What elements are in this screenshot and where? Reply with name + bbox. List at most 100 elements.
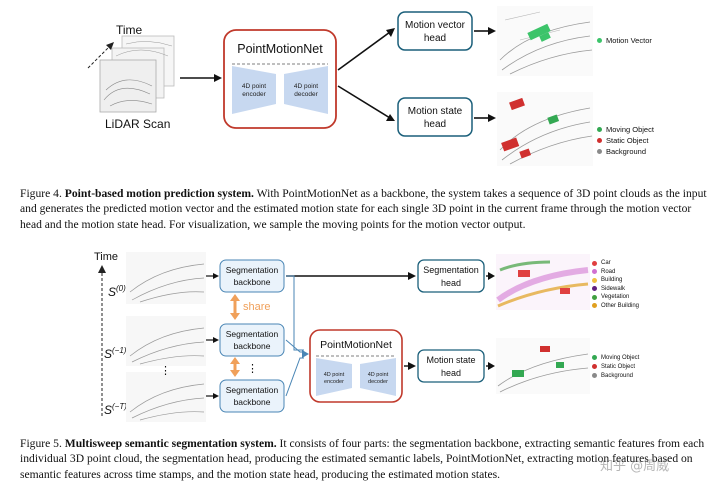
fig4-lidar-label: LiDAR Scan <box>105 117 170 131</box>
fig4-decoder-block <box>284 66 328 114</box>
svg-text:S(−T): S(−T) <box>104 402 127 417</box>
fig5-s1-sup: (−1) <box>112 346 127 355</box>
fig5-encoder-label-2: encoder <box>324 379 344 385</box>
fig4-motion-state-head <box>397 97 473 137</box>
fig4-caption-prefix: Figure 4. <box>20 187 62 200</box>
figure4-diagram: Time LiDAR Scan PointMotionNet 4D point … <box>87 6 593 166</box>
fig5-encoder-block <box>316 358 352 396</box>
fig4-encoder-label-1: 4D point <box>242 83 266 90</box>
fig5-seg-head-line2: head <box>441 278 461 288</box>
fig5-s0: S <box>108 285 116 299</box>
fig5-backbone-dots: ⋮ <box>247 363 258 375</box>
fig4-state-output-image <box>497 92 593 166</box>
fig4-head1-line1: Motion vector <box>405 20 466 31</box>
fig5-decoder-label-1: 4D point <box>368 372 389 378</box>
fig4-decoder-label-1: 4D point <box>294 83 318 90</box>
fig5-legend-seg-item: Vegetation <box>592 293 639 302</box>
fig5-legend-seg-item: Car <box>592 259 639 268</box>
fig5-seg2-line1: Segmentation <box>226 329 279 339</box>
fig5-state-output-image <box>496 338 590 394</box>
fig5-scan-T <box>126 372 206 422</box>
fig4-motion-vector-head <box>397 11 473 51</box>
fig5-legend-state-label: Moving Object <box>601 354 640 361</box>
fig4-legend-state-swatch <box>597 138 602 143</box>
fig5-legend-state-swatch <box>592 355 597 360</box>
fig5-legend-seg-swatch <box>592 303 597 309</box>
fig4-legend-state-swatch <box>597 127 602 132</box>
fig4-caption-bold: Point-based motion prediction system. <box>64 187 254 200</box>
fig4-caption-rest: With PointMotionNet as a backbone, the s… <box>20 187 707 231</box>
fig5-legend-seg-swatch <box>592 269 597 275</box>
fig4-encoder-block <box>232 66 276 114</box>
fig4-legend-state-item: Moving Object <box>597 124 654 135</box>
fig5-legend-seg-label: Vegetation <box>601 294 630 301</box>
fig5-net-title: PointMotionNet <box>320 339 392 351</box>
fig5-legend-state-label: Background <box>601 372 634 379</box>
fig5-state-head-line2: head <box>441 368 461 378</box>
fig4-legend-vector-swatch <box>597 38 602 43</box>
fig5-scan-0 <box>126 252 206 304</box>
fig4-arrow-to-vector-head <box>337 31 391 71</box>
fig5-legend-state-item: Static Object <box>592 362 639 371</box>
fig4-head2-line1: Motion state <box>408 106 463 117</box>
fig4-time-arrowhead <box>106 42 114 50</box>
fig5-segmentation-head <box>417 259 485 293</box>
fig4-encoder-label-2: encoder <box>242 91 266 98</box>
fig5-decoder-label-2: decoder <box>368 379 388 385</box>
fig5-legend-seg-swatch <box>592 260 597 266</box>
fig5-scan-dots: ⋮ <box>160 365 171 377</box>
fig5-legend-state-label: Static Object <box>601 363 636 370</box>
fig5-legend-seg-label: Sidewalk <box>601 285 626 292</box>
fig5-caption-rest: It consists of four parts: the segmentat… <box>20 437 705 481</box>
fig5-legend-seg-swatch <box>592 277 597 283</box>
fig5-decoder-block <box>360 358 396 396</box>
fig5-caption: Figure 5. Multisweep semantic segmentati… <box>20 436 710 482</box>
fig5-legend-seg-label: Other Building <box>601 302 640 309</box>
fig4-head1-line2: head <box>424 33 446 44</box>
fig5-motion-state-head <box>417 349 485 383</box>
fig5-legend-seg-item: Other Building <box>592 302 639 311</box>
fig5-scan-1 <box>126 316 206 366</box>
fig4-legend-vector: Motion Vector <box>597 35 652 46</box>
fig5-legend-state-item: Background <box>592 371 639 380</box>
fig5-legend-state-swatch <box>592 373 597 378</box>
fig4-legend-state-label: Moving Object <box>606 125 654 134</box>
fig5-share-arrow <box>230 294 240 320</box>
fig5-sT: S <box>104 403 112 417</box>
fig4-legend-state-item: Background <box>597 146 654 157</box>
fig4-lidar-stack <box>99 35 175 113</box>
fig5-seg-backbone-0 <box>219 259 285 293</box>
fig5-caption-prefix: Figure 5. <box>20 437 62 450</box>
fig5-s1: S <box>104 347 112 361</box>
fig5-share-arrow-2 <box>230 357 240 377</box>
fig5-legend-seg-item: Sidewalk <box>592 285 639 294</box>
fig4-time-label: Time <box>116 23 143 37</box>
fig5-sT-sup: (−T) <box>112 402 127 411</box>
fig4-arrow-to-state-head <box>337 85 391 119</box>
fig4-net-title: PointMotionNet <box>237 42 323 56</box>
fig5-seg-head-line1: Segmentation <box>423 265 479 275</box>
svg-text:S(0): S(0) <box>108 284 126 299</box>
fig5-seg1-line2: backbone <box>234 277 271 287</box>
fig4-legend-vector-item: Motion Vector <box>597 35 652 46</box>
fig4-caption: Figure 4. Point-based motion prediction … <box>20 186 710 232</box>
fig5-seg-backbone-T <box>219 379 285 413</box>
fig4-legend-state-item: Static Object <box>597 135 654 146</box>
fig5-legend-seg-swatch <box>592 294 597 300</box>
fig4-legend-state-swatch <box>597 149 602 154</box>
fig5-share-label: share <box>243 301 271 313</box>
fig5-legend-seg-label: Road <box>601 268 616 275</box>
fig5-state-head-line1: Motion state <box>426 355 475 365</box>
fig5-seg1-line1: Segmentation <box>226 265 279 275</box>
fig5-legend-seg-item: Road <box>592 268 639 277</box>
fig5-seg3-line1: Segmentation <box>226 385 279 395</box>
fig5-seg2-line2: backbone <box>234 341 271 351</box>
fig5-caption-bold: Multisweep semantic segmentation system. <box>64 437 277 450</box>
fig4-head2-line2: head <box>424 119 446 130</box>
figure5-diagram: Time S(0) S(−1) S(−T) ⋮ Segmentation bac… <box>94 251 590 422</box>
fig5-legend-state-item: Moving Object <box>592 353 639 362</box>
fig5-legend-seg-item: Building <box>592 276 639 285</box>
